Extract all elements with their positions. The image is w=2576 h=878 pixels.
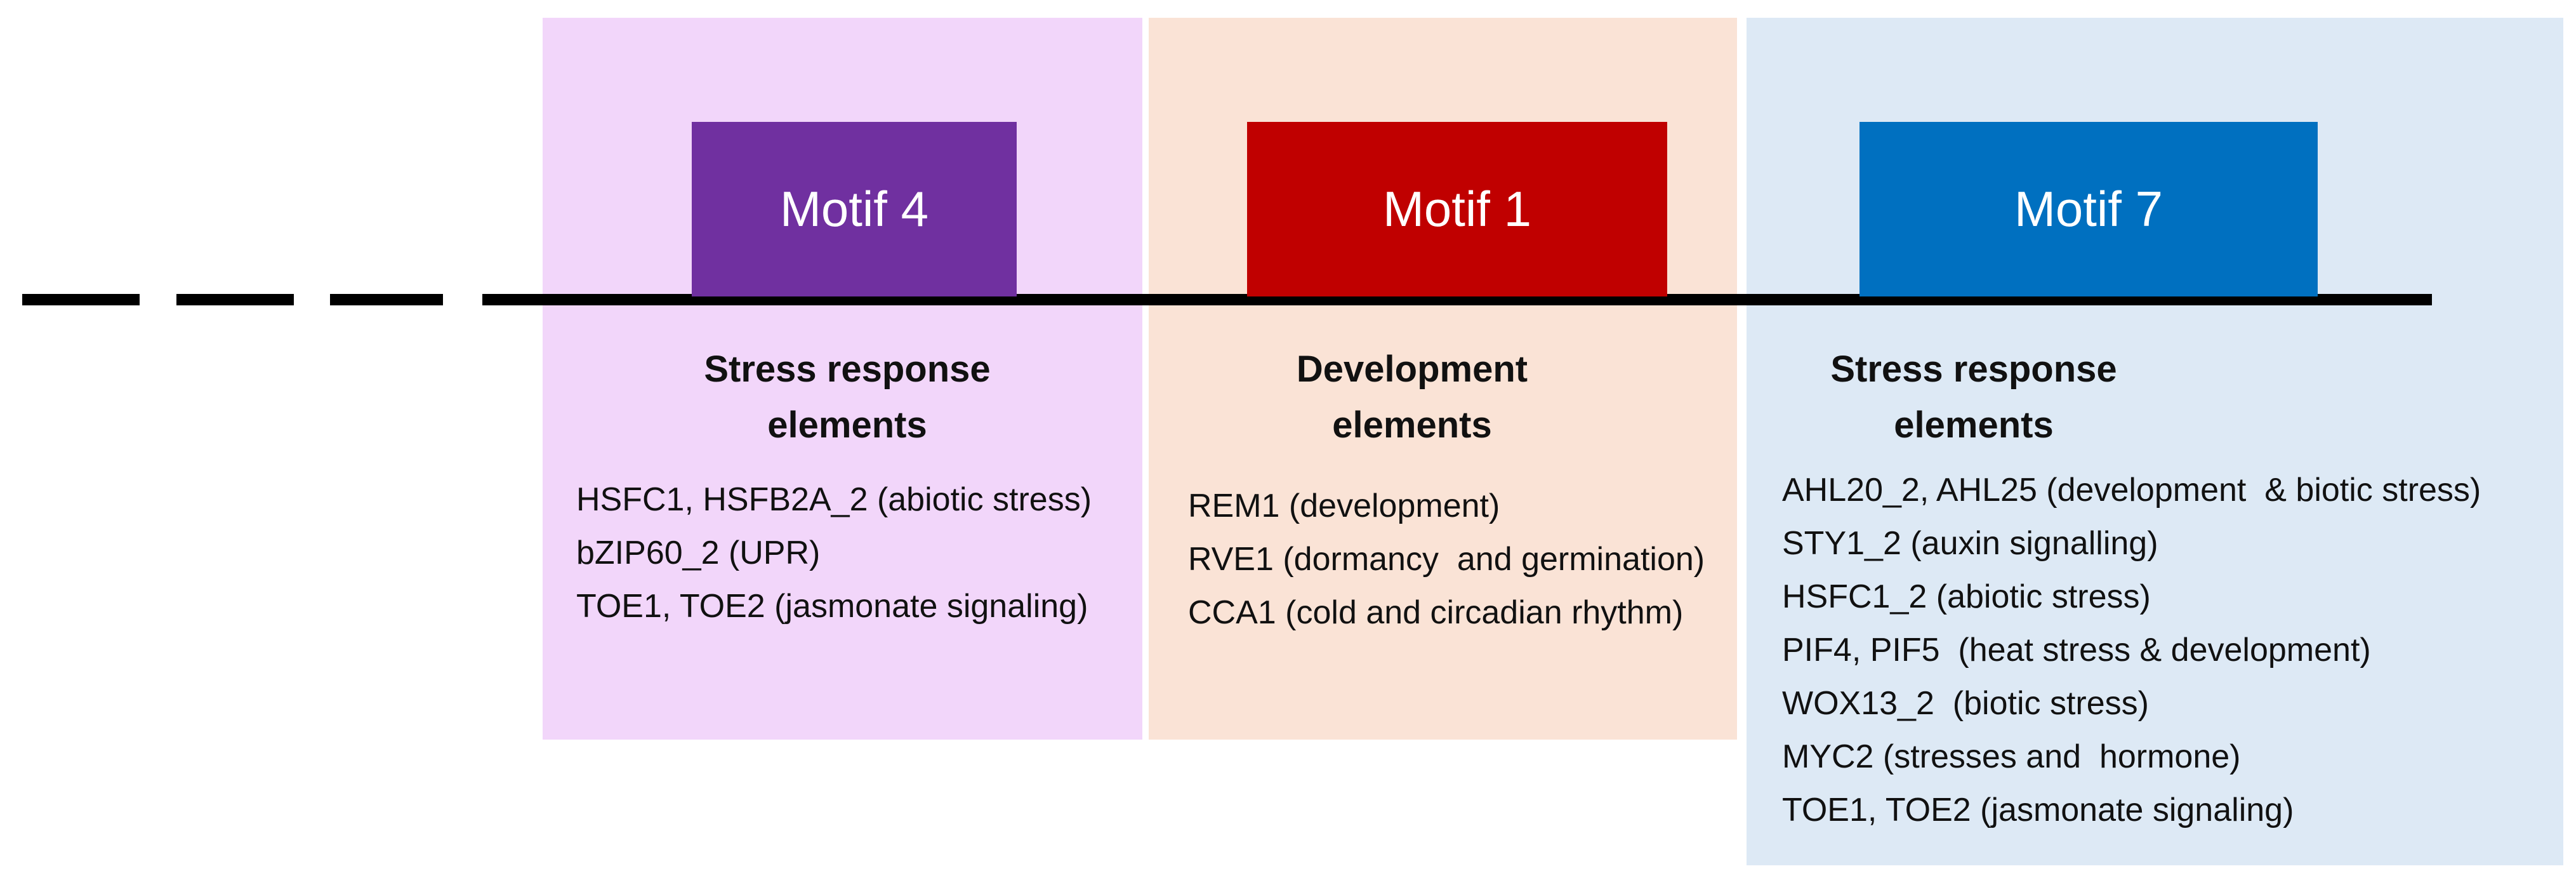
list-item: RVE1 (dormancy and germination) [1188, 541, 1705, 578]
dashed-line-segment [22, 294, 140, 305]
group-heading-stress-2: Stress response elements [1830, 349, 2117, 446]
list-item: TOE1, TOE2 (jasmonate signaling) [576, 588, 1088, 625]
motif-1-box: Motif 1 [1247, 122, 1667, 296]
motif-7-label: Motif 7 [2014, 181, 2163, 237]
element-list-motif-1: REM1 (development) RVE1 (dormancy and ge… [1188, 479, 1705, 639]
dashed-line-segment [330, 294, 443, 305]
dashed-line-segment [176, 294, 294, 305]
motif-4-label: Motif 4 [779, 181, 929, 237]
group-heading-development: Development elements [1296, 349, 1528, 446]
list-item: TOE1, TOE2 (jasmonate signaling) [1782, 792, 2294, 828]
list-item: WOX13_2 (biotic stress) [1782, 685, 2149, 722]
list-item: bZIP60_2 (UPR) [576, 535, 821, 571]
list-item: HSFC1_2 (abiotic stress) [1782, 578, 2151, 615]
motif-7-box: Motif 7 [1859, 122, 2318, 296]
list-item: HSFC1, HSFB2A_2 (abiotic stress) [576, 481, 1092, 518]
group-heading-stress-1: Stress response elements [704, 349, 991, 446]
list-item: MYC2 (stresses and hormone) [1782, 738, 2241, 775]
list-item: REM1 (development) [1188, 488, 1500, 524]
element-list-motif-7: AHL20_2, AHL25 (development & biotic str… [1782, 463, 2481, 837]
list-item: PIF4, PIF5 (heat stress & development) [1782, 632, 2371, 668]
motif-4-box: Motif 4 [692, 122, 1017, 296]
list-item: AHL20_2, AHL25 (development & biotic str… [1782, 472, 2481, 509]
sequence-line [482, 294, 2432, 305]
element-list-motif-4: HSFC1, HSFB2A_2 (abiotic stress) bZIP60_… [576, 473, 1092, 633]
list-item: CCA1 (cold and circadian rhythm) [1188, 594, 1684, 631]
list-item: STY1_2 (auxin signalling) [1782, 525, 2158, 562]
motif-1-label: Motif 1 [1382, 181, 1532, 237]
